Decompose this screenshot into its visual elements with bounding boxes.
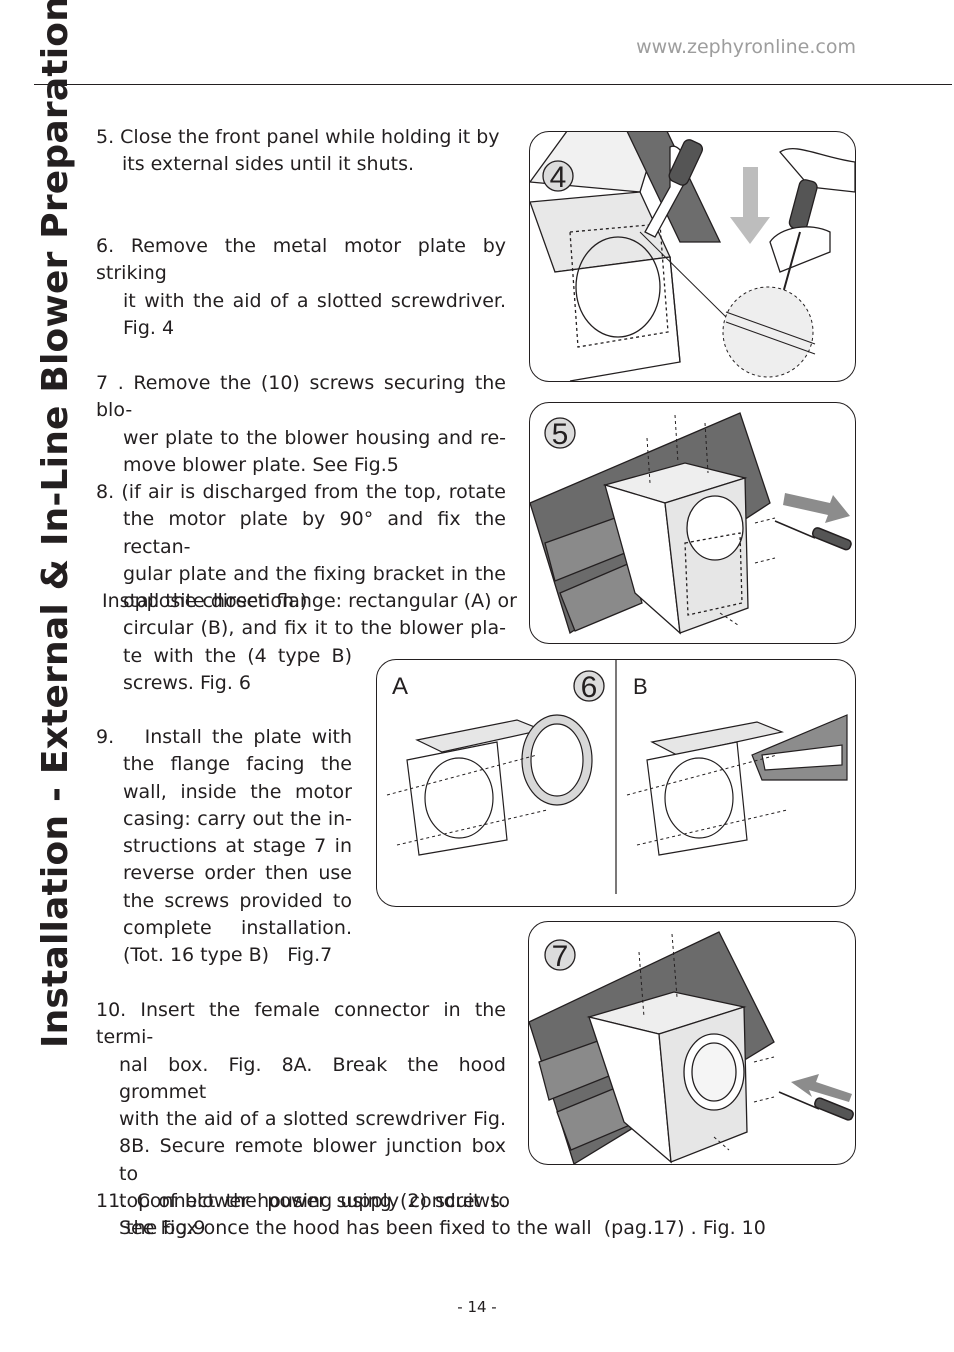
down-arrow-icon xyxy=(730,167,770,244)
step-5: 5. Close the front panel while holding i… xyxy=(96,124,506,179)
section-title: Installation - External & In-Line Blower… xyxy=(35,0,76,1048)
step-7: 7 . Remove the (10) screws securing the … xyxy=(96,370,506,479)
figure-6: A B 6 xyxy=(376,659,856,907)
step-text-line: 8B. Secure remote blower junction box to xyxy=(119,1135,506,1185)
step-text-line: screws. Fig. 6 xyxy=(123,671,251,694)
step-10: 10. Insert the female connector in the t… xyxy=(96,997,506,1243)
step-text-line: the flange facing the xyxy=(123,753,352,776)
step-6: 6. Remove the metal motor plate by strik… xyxy=(96,233,506,342)
figure-4-drawing: 4 xyxy=(530,132,855,381)
step-text-line: te with the (4 type B) xyxy=(123,644,352,667)
figure-5: 5 xyxy=(529,402,856,644)
step-text-line: 6. Remove the metal motor plate by strik… xyxy=(96,235,506,285)
step-text-line: circular (B), and fix it to the blower p… xyxy=(123,617,506,640)
figure-6-drawing: A B 6 xyxy=(386,660,848,894)
website-url: www.zephyronline.com xyxy=(636,36,856,58)
step-text-line: with the aid of a slotted screwdriver Fi… xyxy=(119,1108,506,1131)
figure-7-number: 7 xyxy=(552,940,569,973)
step-text-line: top of blower housing using (2) screws. xyxy=(119,1190,506,1213)
step-text-line: 10. Insert the female connector in the t… xyxy=(96,999,506,1049)
step-text-line: See Fig.9 xyxy=(119,1217,206,1240)
header-rule xyxy=(34,84,952,85)
step-text-line: the box once the hood has been fixed to … xyxy=(126,1217,766,1240)
step-text-line: complete installation. xyxy=(123,917,352,940)
step-9: 9. Install the plate with the flange fac… xyxy=(96,724,352,970)
step-text-line: structions at stage 7 in xyxy=(123,835,352,858)
step-text-line: nal box. Fig. 8A. Break the hood grommet xyxy=(119,1053,506,1103)
detail-magnifier xyxy=(722,286,814,378)
figure-6-badge xyxy=(573,670,605,702)
step-text-line: 5. Close the front panel while holding i… xyxy=(96,126,500,148)
step-text-line: its external sides until it shuts. xyxy=(122,153,415,176)
step-text-line: Fig. 4 xyxy=(123,316,175,339)
page-number: - 14 - xyxy=(457,1298,497,1316)
step-8: 8. (if air is discharged from the top, r… xyxy=(96,479,506,615)
figure-6-label-a: A xyxy=(392,673,408,700)
step-text-line: casing: carry out the in- xyxy=(123,807,352,830)
step-text-line: the screws provided to xyxy=(123,889,352,912)
figure-4: 4 xyxy=(529,131,856,382)
step-text-line: wall, inside the motor xyxy=(123,780,352,803)
step-text-line: reverse order then use xyxy=(123,862,352,885)
figure-7: 7 xyxy=(528,921,856,1165)
figure-5-number: 5 xyxy=(552,418,569,451)
step-text-line: Install the chosen flange: rectangular (… xyxy=(96,590,517,612)
step-text-line: gular plate and the fixing bracket in th… xyxy=(123,562,506,585)
step-text-line: wer plate to the blower housing and re- xyxy=(123,426,506,449)
step-text-line: the motor plate by 90° and fix the recta… xyxy=(123,508,506,558)
step-text-line: 9. Install the plate with xyxy=(96,726,352,748)
step-11: 11. Connect the power supply conduit to … xyxy=(96,1188,766,1243)
figure-7-badge xyxy=(544,939,576,971)
figure-5-drawing: 5 xyxy=(530,412,852,635)
figure-7-drawing: 7 xyxy=(529,931,854,1164)
figure-4-number: 4 xyxy=(550,161,567,194)
step-text-line: (Tot. 16 type B) Fig.7 xyxy=(123,944,333,967)
step-text-line: 7 . Remove the (10) screws securing the … xyxy=(96,372,506,422)
step-text-line: 11. Connect the power supply conduit to xyxy=(96,1190,510,1212)
left-arrow-icon xyxy=(791,1074,852,1102)
step-text-line: opposite direction.) xyxy=(123,590,308,613)
step-text-line: it with the aid of a slotted screwdriver… xyxy=(123,289,506,312)
figure-6-number: 6 xyxy=(581,671,598,704)
step-text-line: move blower plate. See Fig.5 xyxy=(123,453,399,476)
figure-6-label-b: B xyxy=(633,674,648,699)
step-8-flange: Install the chosen flange: rectangular (… xyxy=(96,588,517,697)
step-text-line: 8. (if air is discharged from the top, r… xyxy=(96,481,506,503)
figure-4-badge xyxy=(542,160,574,192)
figure-5-badge xyxy=(544,417,576,449)
right-arrow-icon xyxy=(783,493,850,523)
